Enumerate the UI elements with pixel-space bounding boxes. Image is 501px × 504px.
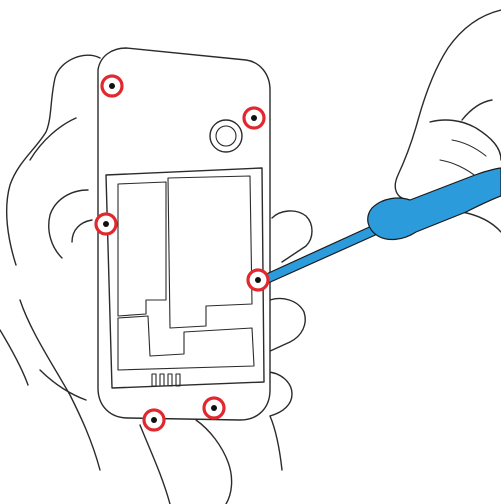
screw-marker-top-left (102, 76, 122, 96)
screw-marker-bottom-left (144, 410, 164, 430)
spudger-tool (262, 168, 501, 284)
screw-marker-top-right (244, 108, 264, 128)
left-hand-illustration (0, 55, 100, 470)
screw-marker-bottom-right (204, 398, 224, 418)
screw-marker-middle-left (96, 214, 116, 234)
screw-marker-middle-right (248, 270, 268, 290)
phone-back-illustration (98, 48, 270, 420)
